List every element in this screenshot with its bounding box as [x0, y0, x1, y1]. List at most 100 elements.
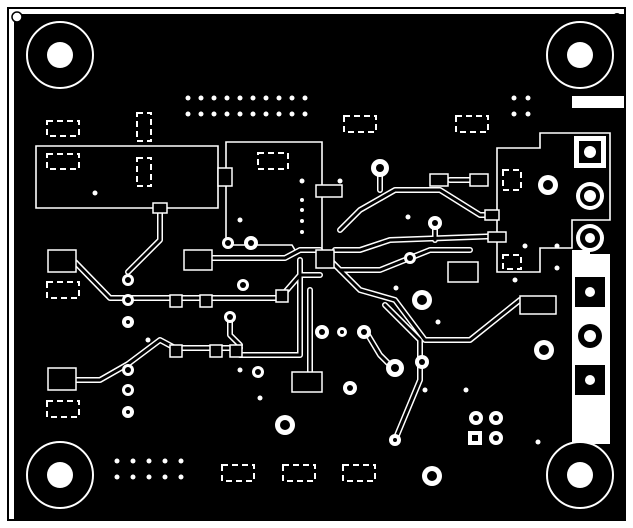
stitch-via	[512, 277, 518, 283]
mounting-hole-drill	[567, 42, 593, 68]
smd-pad-outline	[221, 464, 255, 482]
smd-pad-outline	[282, 464, 316, 482]
pad	[152, 202, 168, 214]
via-drill	[361, 329, 367, 335]
smd-pad-outline	[46, 281, 80, 299]
pad	[229, 344, 243, 358]
pad	[169, 294, 183, 308]
header-pin	[211, 111, 217, 117]
stitch-via	[237, 367, 243, 373]
via-drill	[493, 435, 499, 441]
mounting-holes	[26, 21, 614, 509]
via-drill	[125, 297, 131, 303]
smd-pad-outline	[46, 120, 80, 137]
via-drill	[280, 420, 290, 430]
via-drill	[393, 438, 397, 442]
pad	[469, 173, 489, 187]
header-pin	[162, 474, 168, 480]
stitch-via	[300, 208, 304, 212]
via-drill	[319, 329, 325, 335]
stitch-via	[522, 243, 528, 249]
pad	[47, 249, 77, 273]
header-pin	[289, 95, 295, 101]
via-drill	[543, 180, 553, 190]
stitch-via	[463, 387, 469, 393]
via-drill	[347, 385, 353, 391]
trace-core	[328, 258, 522, 342]
header-pin	[276, 95, 282, 101]
stitch-via	[554, 265, 560, 271]
via-drill	[493, 415, 499, 421]
stitch-via	[422, 387, 428, 393]
connector-island	[496, 132, 611, 273]
top-right-header	[511, 95, 531, 117]
header-pin	[224, 95, 230, 101]
via-drill	[391, 364, 399, 372]
terminal-block	[574, 136, 606, 395]
stitch-via	[92, 190, 98, 196]
trace-core	[238, 258, 302, 357]
via-drill	[417, 295, 427, 305]
via-drill	[432, 220, 438, 226]
header-pin	[114, 474, 120, 480]
header-pin	[237, 111, 243, 117]
header-pin	[250, 111, 256, 117]
header-pin	[525, 111, 531, 117]
via-drill	[225, 240, 231, 246]
pad	[315, 249, 335, 269]
via-drill	[340, 330, 344, 334]
stitch-via	[257, 395, 263, 401]
pad	[275, 289, 289, 303]
header-pin	[178, 474, 184, 480]
via-drill	[248, 240, 254, 246]
via-drill	[126, 410, 130, 414]
header-pin	[525, 95, 531, 101]
pad	[169, 344, 183, 358]
stitch-via	[337, 178, 343, 184]
header-pin	[224, 111, 230, 117]
pad	[217, 167, 233, 187]
stitching-vias	[92, 178, 560, 445]
header-pin	[130, 474, 136, 480]
terminal-drill	[584, 330, 596, 342]
pad	[429, 173, 449, 187]
smd-pad-outline	[136, 112, 152, 142]
via-drills	[125, 164, 553, 481]
stitch-via	[405, 214, 411, 220]
header-pin	[511, 95, 517, 101]
stitch-via	[145, 337, 151, 343]
pad	[487, 231, 507, 243]
stitch-via	[435, 319, 441, 325]
via-drill	[427, 471, 437, 481]
pad	[519, 295, 557, 315]
right-edge-clearance	[610, 108, 625, 520]
stitch-via	[237, 217, 243, 223]
via-drill	[227, 314, 233, 320]
via-drill	[125, 277, 131, 283]
smd-pad-outline	[136, 157, 152, 187]
header-pin	[185, 95, 191, 101]
mounting-hole-drill	[567, 462, 593, 488]
stitch-via	[300, 219, 304, 223]
stitch-via	[300, 198, 304, 202]
terminal-drill	[585, 375, 595, 385]
mounting-hole-drill	[47, 462, 73, 488]
header-pin	[146, 474, 152, 480]
stitch-via	[299, 178, 305, 184]
trace-core	[126, 206, 162, 274]
header-pin	[276, 111, 282, 117]
via-drill	[240, 282, 246, 288]
header-pin	[162, 458, 168, 464]
terminal-drill	[584, 190, 596, 202]
via-drill	[126, 320, 130, 324]
mounting-hole-drill	[47, 42, 73, 68]
via-drill	[419, 359, 425, 365]
smd-pad-outline	[46, 153, 80, 170]
header-pin	[114, 458, 120, 464]
via-drill	[125, 367, 131, 373]
header-pin	[263, 111, 269, 117]
via-drill	[407, 255, 413, 261]
stitch-via	[554, 243, 560, 249]
stitch-via	[535, 439, 541, 445]
smd-pad-outline	[257, 152, 289, 170]
